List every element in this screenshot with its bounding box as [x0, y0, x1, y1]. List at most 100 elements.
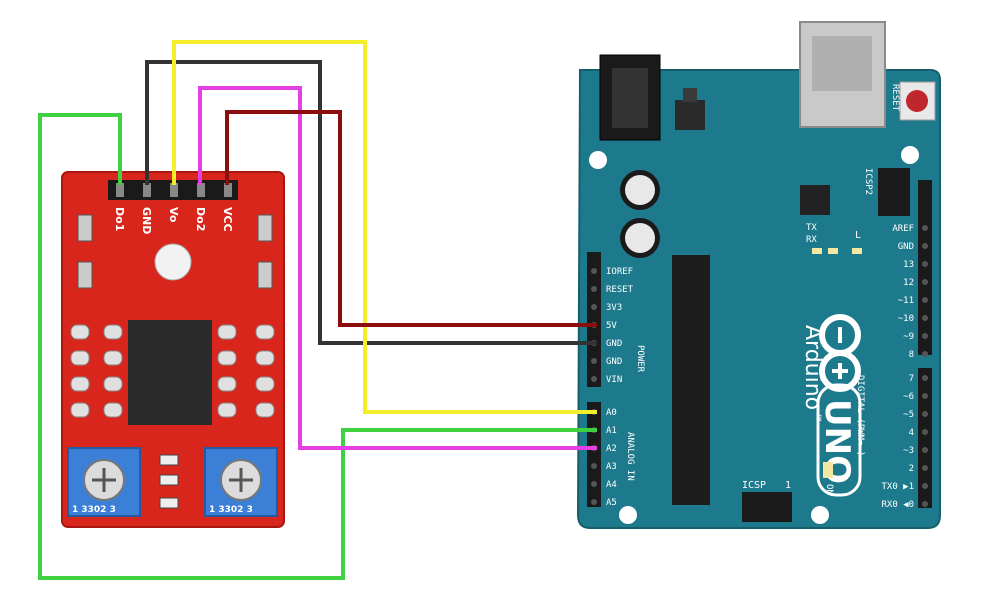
digital-pin-hole — [922, 279, 928, 285]
analog-header — [587, 402, 601, 507]
digital-pin-hole — [922, 447, 928, 453]
power-pin-hole — [591, 358, 597, 364]
mounting-hole — [619, 506, 637, 524]
digital-pin-hole — [922, 351, 928, 357]
sensor-pin — [170, 183, 178, 197]
digital-pin-label: 13 — [903, 260, 914, 270]
regulator-tab — [683, 88, 697, 102]
ic-pad — [255, 350, 275, 366]
rx-label: RX — [806, 235, 817, 245]
ic-pad — [103, 376, 123, 392]
digital-pin-hole — [922, 429, 928, 435]
digital-pin-hole — [922, 393, 928, 399]
digital-pin-hole — [922, 225, 928, 231]
reset-label: RESET — [890, 84, 900, 112]
mounting-hole — [811, 506, 829, 524]
tx-led — [812, 248, 822, 254]
potentiometer-right[interactable]: 1 3302 3 — [204, 447, 278, 517]
icsp-pin1-label: 1 — [785, 480, 791, 491]
digital-pin-label: ~9 — [903, 332, 914, 342]
digital-pin-label: AREF — [892, 224, 914, 234]
power-pin-label: 5V — [606, 321, 617, 331]
digital-pin-label: ~5 — [903, 410, 914, 420]
sensor-pin-label: Do1 — [113, 207, 126, 231]
digital-pin-label: 12 — [903, 278, 914, 288]
digital-pin-hole — [922, 315, 928, 321]
sensor-pin — [116, 183, 124, 197]
digital-pin-hole — [922, 501, 928, 507]
ic-pad — [103, 324, 123, 340]
digital-title: DIGITAL (PWM=~) — [855, 375, 865, 456]
digital-header-bottom — [918, 368, 932, 508]
pot-right-code: 1 3302 3 — [209, 505, 253, 515]
digital-pin-hole — [922, 333, 928, 339]
arduino-board: RESET ICSP2 TX RX L Arduino ™ — [576, 21, 941, 529]
ic-pad — [217, 376, 237, 392]
power-pin-label: GND — [606, 339, 622, 349]
wire-yellow — [172, 40, 597, 414]
ic-pad — [217, 324, 237, 340]
wire-magenta — [198, 86, 597, 450]
analog-pin-label: A4 — [606, 480, 617, 490]
usb-port-inner — [812, 36, 872, 91]
icsp2-header — [878, 168, 910, 216]
sensor-pin — [197, 183, 205, 197]
power-pin-label: VIN — [606, 375, 622, 385]
digital-pin-label: 2 — [909, 464, 914, 474]
digital-pin-hole — [922, 483, 928, 489]
icsp-header — [742, 492, 792, 522]
pot-left-code: 1 3302 3 — [72, 505, 116, 515]
ic-pad — [70, 376, 90, 392]
digital-pin-hole — [922, 411, 928, 417]
digital-pin-label: ~3 — [903, 446, 914, 456]
potentiometer-left[interactable]: 1 3302 3 — [67, 447, 141, 517]
sensor-pin-label: Do2 — [194, 207, 207, 231]
smd-resistor — [77, 214, 93, 242]
smd-led — [159, 474, 179, 486]
digital-pin-label: GND — [898, 242, 914, 252]
power-pin-label: IOREF — [606, 267, 633, 277]
ic-pad — [255, 376, 275, 392]
digital-pin-hole — [922, 465, 928, 471]
ic-pad — [217, 350, 237, 366]
atmega-chip — [672, 255, 710, 505]
infinity-logo-icon — [819, 314, 861, 392]
ic-pad — [70, 350, 90, 366]
power-pin-label: RESET — [606, 285, 634, 295]
power-jack-inner — [612, 68, 648, 128]
digital-pin-hole — [922, 261, 928, 267]
digital-pin-label: ~11 — [898, 296, 914, 306]
wire-green — [38, 113, 597, 580]
smd-resistor — [257, 214, 273, 242]
analog-header-title: ANALOG IN — [625, 432, 635, 481]
arduino-pcb — [576, 69, 941, 529]
analog-pin-label: A0 — [606, 408, 617, 418]
on-led — [823, 462, 833, 478]
analog-pin-label: A3 — [606, 462, 617, 472]
sensor-mount-hole — [154, 243, 192, 281]
digital-pin-label: ~6 — [903, 392, 914, 402]
usb-chip — [800, 185, 830, 215]
sensor-pin-label: VCC — [221, 207, 234, 232]
analog-pin-hole — [591, 499, 597, 505]
analog-pin-hole — [591, 481, 597, 487]
smd-resistor — [77, 261, 93, 289]
power-pin-label: GND — [606, 357, 622, 367]
ic-pad — [255, 402, 275, 418]
analog-pin-label: A2 — [606, 444, 617, 454]
ic-pads — [70, 324, 275, 418]
analog-pin-hole — [591, 463, 597, 469]
power-pin-label: 3V3 — [606, 303, 622, 313]
ic-pad — [70, 402, 90, 418]
dip-ic — [128, 320, 212, 425]
ic-pad — [103, 350, 123, 366]
voltage-regulator — [675, 100, 705, 130]
power-pin-hole — [591, 376, 597, 382]
digital-pin-label: RX0 ◀0 — [881, 500, 914, 510]
digital-pin-label: 4 — [909, 428, 914, 438]
wires — [38, 40, 597, 580]
wire-black — [145, 60, 597, 345]
